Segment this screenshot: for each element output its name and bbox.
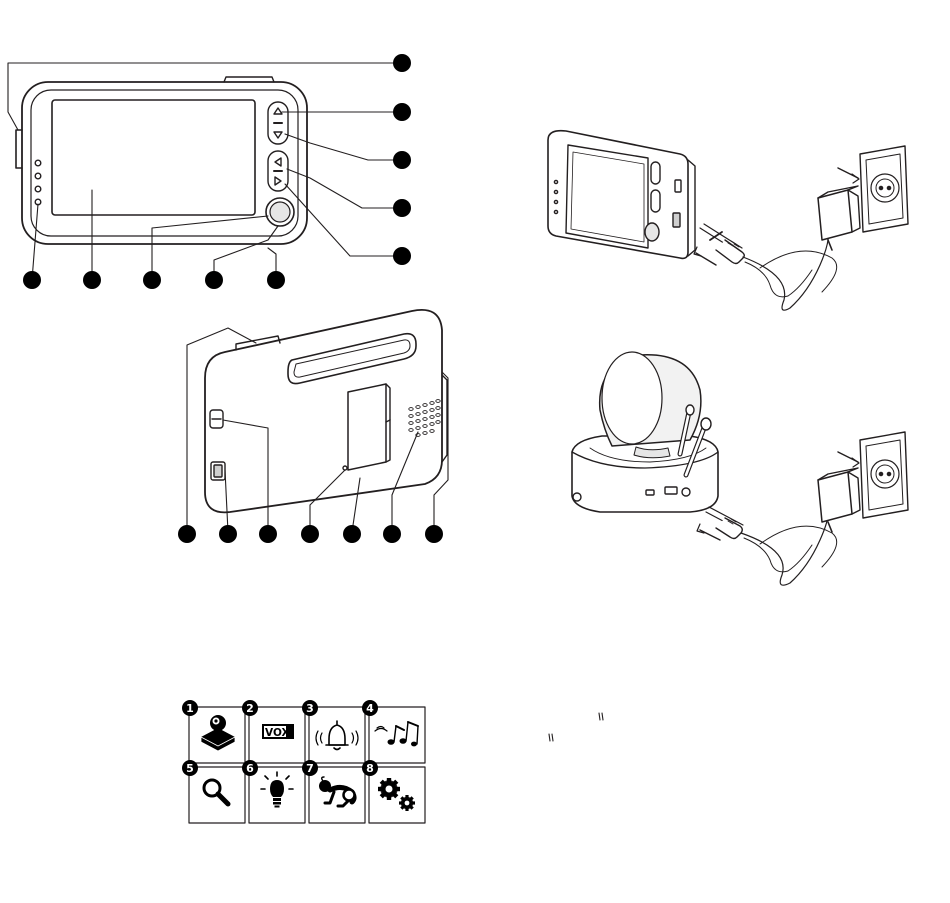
talk-button bbox=[270, 202, 290, 222]
parent-unit-back-view bbox=[205, 310, 447, 513]
vox-icon: VOX bbox=[262, 724, 294, 739]
tile-number-8-text: 8 bbox=[366, 762, 374, 775]
mode-icon-grid: VOX bbox=[182, 700, 425, 823]
tile-number-2-text: 2 bbox=[246, 702, 254, 715]
music-notes-icon bbox=[375, 722, 418, 746]
tile-number-5-text: 5 bbox=[186, 762, 194, 775]
magnifier-icon bbox=[204, 780, 228, 804]
tile-number-6: 6 bbox=[242, 760, 258, 776]
parent-unit-charging-illustration bbox=[548, 131, 908, 311]
camera-icon bbox=[201, 715, 235, 751]
vox-label: VOX bbox=[265, 727, 290, 739]
tile-number-1: 1 bbox=[182, 700, 198, 716]
tile-number-4: 4 bbox=[362, 700, 378, 716]
parent-unit-front-view bbox=[16, 77, 307, 244]
tile-number-3: 3 bbox=[302, 700, 318, 716]
wall-socket-2 bbox=[860, 432, 908, 518]
tile-number-6-text: 6 bbox=[246, 762, 254, 775]
tile-number-5: 5 bbox=[182, 760, 198, 776]
tile-number-7: 7 bbox=[302, 760, 318, 776]
baby-unit-charging-illustration bbox=[572, 352, 908, 585]
tile-number-4-text: 4 bbox=[366, 702, 374, 715]
stray-marks bbox=[549, 713, 603, 741]
bell-icon bbox=[316, 721, 358, 750]
crawling-baby-icon bbox=[319, 777, 355, 806]
tile-number-8: 8 bbox=[362, 760, 378, 776]
light-bulb-icon bbox=[261, 772, 293, 808]
screen bbox=[52, 100, 255, 215]
tile-number-1-text: 1 bbox=[186, 702, 194, 715]
tile-number-2: 2 bbox=[242, 700, 258, 716]
tile-number-7-text: 7 bbox=[306, 762, 314, 775]
back-view-callouts bbox=[178, 525, 443, 543]
gears-icon bbox=[378, 778, 415, 811]
tile-number-3-text: 3 bbox=[306, 702, 314, 715]
wall-socket bbox=[860, 146, 908, 232]
